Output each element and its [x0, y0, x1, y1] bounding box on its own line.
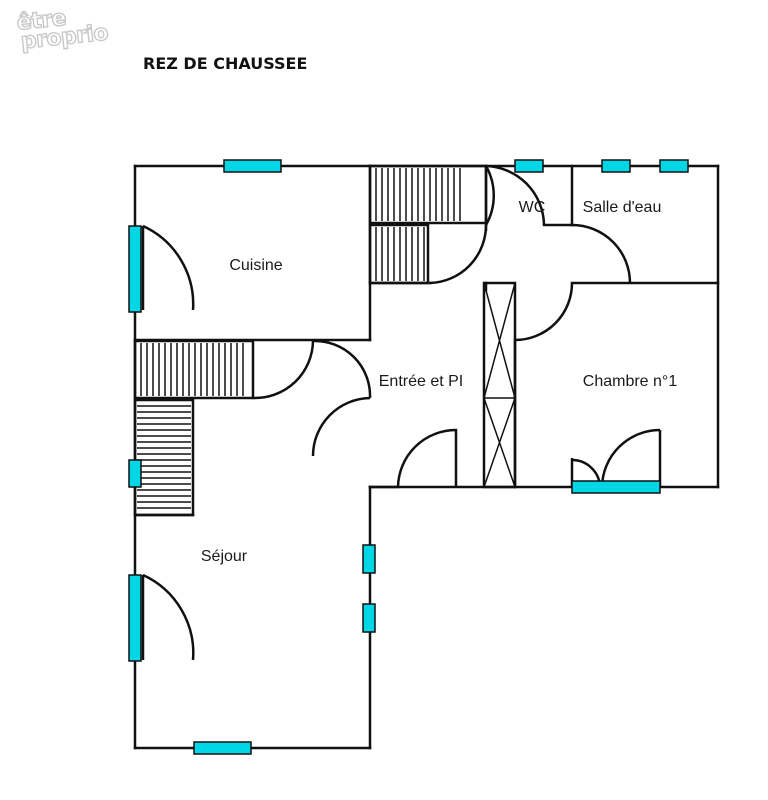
page-title: REZ DE CHAUSSEE	[143, 54, 308, 73]
window-kitchen-left	[128, 225, 142, 313]
closet-cross	[483, 282, 516, 488]
walls	[133, 164, 720, 750]
window-bedroom-bottom	[571, 480, 661, 494]
door-hall-kitchen	[252, 340, 315, 400]
window-bath-top-1	[601, 159, 631, 173]
stair-lower-rect	[368, 223, 430, 285]
window-wc-top	[514, 159, 544, 173]
stair-left-rect	[133, 339, 255, 400]
door-bedroom-window-post	[570, 430, 662, 487]
room-label-chambre: Chambre n°1	[582, 373, 678, 390]
room-label-cuisine: Cuisine	[229, 257, 283, 274]
door-hall-bottom	[396, 428, 458, 488]
stair-left-treads	[140, 343, 244, 396]
closet-rect	[482, 281, 517, 489]
stair-upper-treads	[375, 168, 461, 221]
door-hall-kitchen-leaf	[312, 339, 372, 399]
stair-lower-treads	[375, 227, 425, 281]
stair-upper-rect	[368, 164, 488, 225]
stair-down-treads	[137, 405, 191, 509]
window-stair-left	[128, 459, 142, 488]
room-label-wc: WC	[518, 199, 546, 216]
door-stair-swing	[429, 224, 488, 285]
window-bath-top-2	[659, 159, 689, 173]
room-label-sejour: Séjour	[200, 548, 248, 565]
stairs	[133, 164, 488, 517]
room-label-entree: Entrée et PI	[378, 373, 464, 390]
window-sejour-right-2	[362, 603, 376, 633]
window-kitchen-top	[223, 159, 282, 173]
window-sejour-left	[128, 574, 142, 662]
stair-down-rect	[133, 398, 195, 517]
door-sejour-swing	[142, 573, 195, 661]
door-kitchen-swing	[142, 224, 195, 311]
doors	[141, 164, 662, 661]
door-bedroom-window-right	[600, 428, 661, 488]
room-label-salle-eau: Salle d'eau	[582, 199, 662, 216]
door-wc-swing	[485, 164, 546, 226]
window-sejour-bottom	[193, 741, 252, 755]
door-bath-swing	[571, 223, 632, 284]
windows	[128, 159, 689, 755]
door-stair-leaf-top	[484, 165, 496, 226]
window-sejour-right-1	[362, 544, 376, 574]
door-hall-sejour	[311, 396, 371, 457]
door-bedroom-swing	[514, 282, 574, 342]
closet	[482, 281, 517, 489]
